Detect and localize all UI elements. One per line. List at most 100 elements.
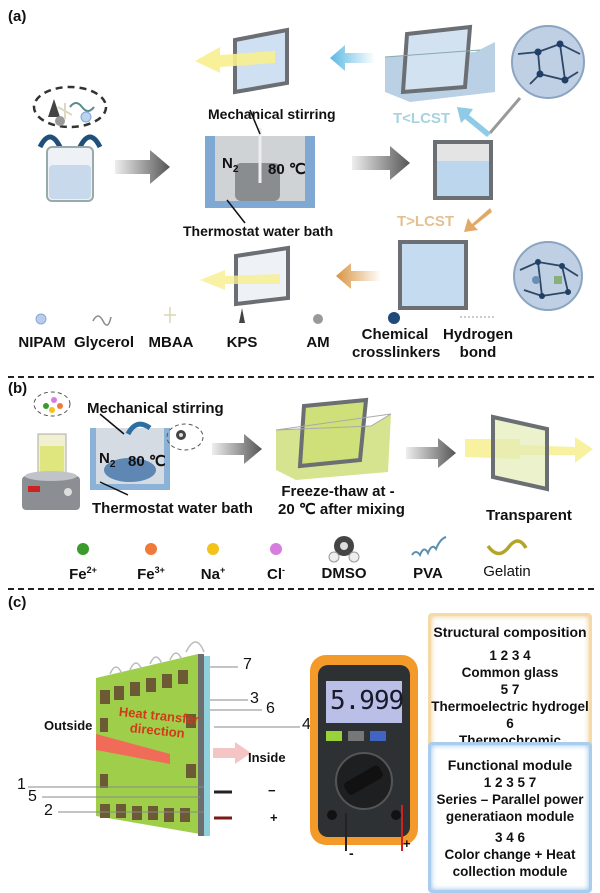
n2-label-b: N2 bbox=[99, 450, 116, 470]
mbaa-cross-icon bbox=[164, 307, 176, 323]
water-tank-illustration bbox=[384, 24, 495, 102]
multimeter-illustration bbox=[310, 655, 418, 851]
reagent-beaker-illustration bbox=[32, 85, 108, 202]
stirrer-hotplate-illustration bbox=[22, 391, 80, 510]
legend-cl: Cl- bbox=[267, 565, 285, 583]
process-arrow bbox=[212, 434, 262, 464]
functional-desc: generatiaon module bbox=[445, 809, 575, 824]
functional-title: Functional module bbox=[447, 757, 573, 773]
stirring-label-a: Mechanical stirring bbox=[208, 106, 336, 122]
layer-number-5: 5 bbox=[28, 788, 37, 805]
cl-ion-icon bbox=[270, 543, 282, 555]
inside-arrow bbox=[213, 742, 251, 764]
layer-number-3: 3 bbox=[250, 690, 259, 707]
kps-triangle-icon bbox=[239, 308, 245, 323]
layer-number-6: 6 bbox=[266, 700, 275, 717]
layer-number-4: 4 bbox=[302, 716, 311, 733]
electrode-plus-label: + bbox=[270, 810, 278, 825]
nipam-icon bbox=[35, 313, 47, 325]
legend-glycerol: Glycerol bbox=[73, 334, 135, 351]
inside-label: Inside bbox=[248, 750, 286, 765]
layer-number-7: 7 bbox=[243, 656, 252, 673]
dmso-molecule-icon bbox=[328, 536, 360, 563]
below-lcst-label: T<LCST bbox=[393, 110, 451, 127]
transparent-hydrogel-panel bbox=[465, 414, 593, 492]
legend-am: AM bbox=[306, 334, 330, 351]
temperature-label-b: 80 ℃ bbox=[128, 453, 166, 470]
layer-number-2: 2 bbox=[44, 802, 53, 819]
legend-fe2: Fe2+ bbox=[69, 565, 97, 583]
light-beam-arrow bbox=[195, 47, 275, 73]
legend-pva: PVA bbox=[413, 565, 443, 582]
pour-arrow-icon bbox=[37, 134, 63, 149]
transparent-label: Transparent bbox=[486, 507, 572, 524]
panel-c-label: (c) bbox=[8, 594, 27, 611]
temperature-label-a: 80 ℃ bbox=[268, 161, 306, 178]
freeze-thaw-tank-illustration bbox=[275, 397, 392, 480]
am-circle-icon bbox=[313, 314, 323, 324]
stirring-label-b: Mechanical stirring bbox=[87, 400, 224, 417]
panel-b-label: (b) bbox=[8, 380, 28, 397]
warm-arrow bbox=[336, 263, 381, 289]
electrode-minus-label: − bbox=[268, 783, 276, 798]
glycerol-wave-icon bbox=[92, 315, 112, 326]
structural-title: Structural composition bbox=[433, 624, 587, 640]
meter-minus-label: - bbox=[349, 845, 354, 861]
freeze-thaw-label: Freeze-thaw at -20 ℃ after mixing bbox=[278, 483, 405, 518]
chemical-network-icon bbox=[511, 25, 585, 99]
thermostat-bath-illustration bbox=[205, 109, 315, 224]
layer-number-1: 1 bbox=[17, 776, 26, 793]
crosslinker-dot-icon bbox=[388, 312, 400, 324]
meter-display-reading: 5.999 bbox=[330, 686, 404, 716]
legend-mbaa: MBAA bbox=[148, 334, 194, 351]
functional-nums: 3 4 6 bbox=[494, 830, 526, 845]
layer-leader-lines bbox=[28, 666, 300, 820]
structural-desc: Thermoelectric hydrogel bbox=[431, 699, 589, 714]
functional-nums: 1 2 3 5 7 bbox=[483, 775, 537, 790]
legend-na: Na+ bbox=[200, 565, 226, 583]
hydrogen-network-icon bbox=[513, 241, 583, 311]
process-arrow bbox=[406, 438, 456, 468]
process-arrow bbox=[352, 146, 410, 180]
opaque-hydrogel-glass bbox=[398, 240, 468, 310]
kps-triangle-icon bbox=[48, 99, 60, 117]
functional-desc: collection module bbox=[452, 864, 568, 879]
section-divider bbox=[8, 588, 594, 590]
structural-nums: 6 bbox=[506, 716, 514, 731]
na-ion-icon bbox=[207, 543, 219, 555]
cold-arrow bbox=[330, 45, 375, 71]
smart-window-device-illustration bbox=[96, 641, 210, 836]
section-divider bbox=[8, 376, 594, 378]
outside-label: Outside bbox=[44, 718, 93, 733]
below-lcst-arrow bbox=[457, 107, 491, 137]
process-arrow bbox=[115, 150, 170, 184]
bath-label-a: Thermostat water bath bbox=[183, 223, 334, 239]
hydrogen-bond-icon bbox=[460, 316, 495, 318]
pva-chain-icon bbox=[411, 536, 447, 558]
above-lcst-arrow bbox=[464, 208, 492, 232]
panel-a-label: (a) bbox=[8, 8, 27, 25]
functional-desc: Color change + Heat bbox=[444, 847, 576, 862]
legend-nipam: NIPAM bbox=[18, 334, 66, 351]
hydrogel-glass-sample bbox=[433, 140, 493, 200]
syringe-icon bbox=[488, 97, 522, 134]
n2-label-a: N2 bbox=[222, 155, 239, 175]
functional-desc: Series – Parallel power bbox=[436, 792, 584, 807]
structural-nums: 1 2 3 4 bbox=[489, 648, 531, 663]
legend-fe3: Fe3+ bbox=[137, 565, 165, 583]
light-beam-blocked bbox=[200, 270, 280, 290]
fe3-ion-icon bbox=[145, 543, 157, 555]
functional-module-box: Functional module 1 2 3 5 7 Series – Par… bbox=[428, 742, 592, 893]
meter-plus-label: + bbox=[403, 836, 411, 851]
thermostat-bath-b-illustration bbox=[90, 413, 170, 496]
legend-dmso: DMSO bbox=[321, 565, 367, 582]
legend-kps: KPS bbox=[226, 334, 258, 351]
fe2-ion-icon bbox=[77, 543, 89, 555]
gelatin-chain-icon bbox=[486, 539, 528, 556]
structural-nums: 5 7 bbox=[500, 682, 520, 697]
dmso-callout-icon bbox=[166, 423, 204, 451]
legend-gelatin: Gelatin bbox=[483, 563, 531, 580]
bath-label-b: Thermostat water bath bbox=[92, 500, 253, 517]
